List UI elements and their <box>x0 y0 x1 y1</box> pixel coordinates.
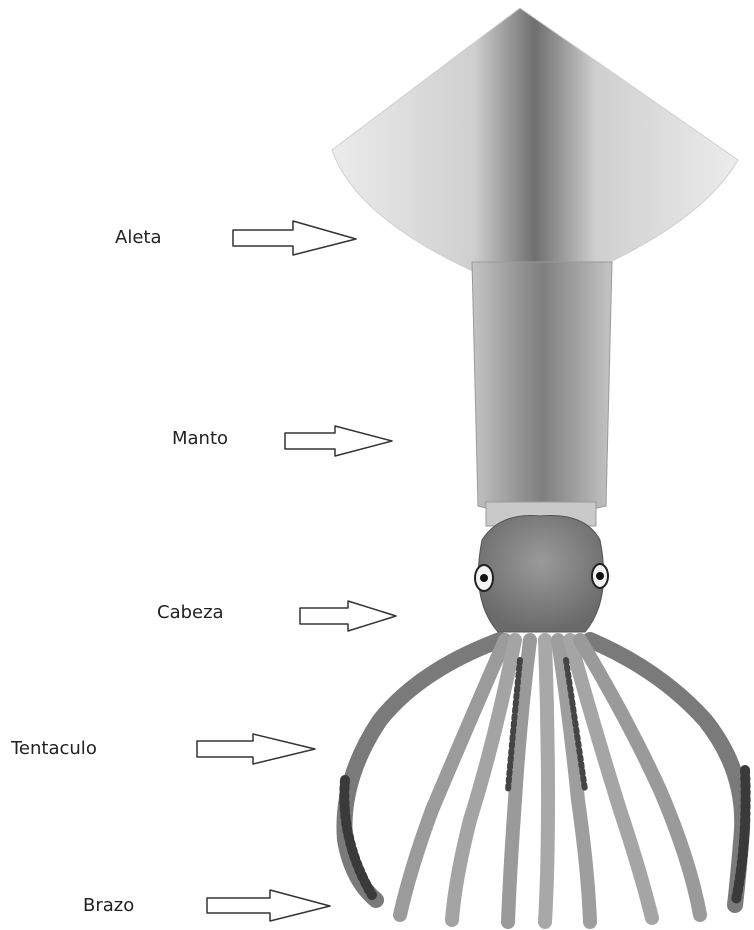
label-manto: Manto <box>172 428 228 449</box>
tentaculo-arrow <box>197 734 315 764</box>
left-tentacle <box>344 640 500 900</box>
brazo-arrow <box>207 890 330 921</box>
mantle <box>472 262 612 514</box>
label-tentaculo: Tentaculo <box>11 738 97 759</box>
head <box>478 516 603 633</box>
label-aleta: Aleta <box>115 227 161 248</box>
cabeza-arrow <box>300 601 396 631</box>
manto-arrow <box>285 426 392 456</box>
fin <box>332 8 738 278</box>
label-cabeza: Cabeza <box>157 602 224 623</box>
aleta-arrow <box>233 221 356 255</box>
label-brazo: Brazo <box>83 895 134 916</box>
